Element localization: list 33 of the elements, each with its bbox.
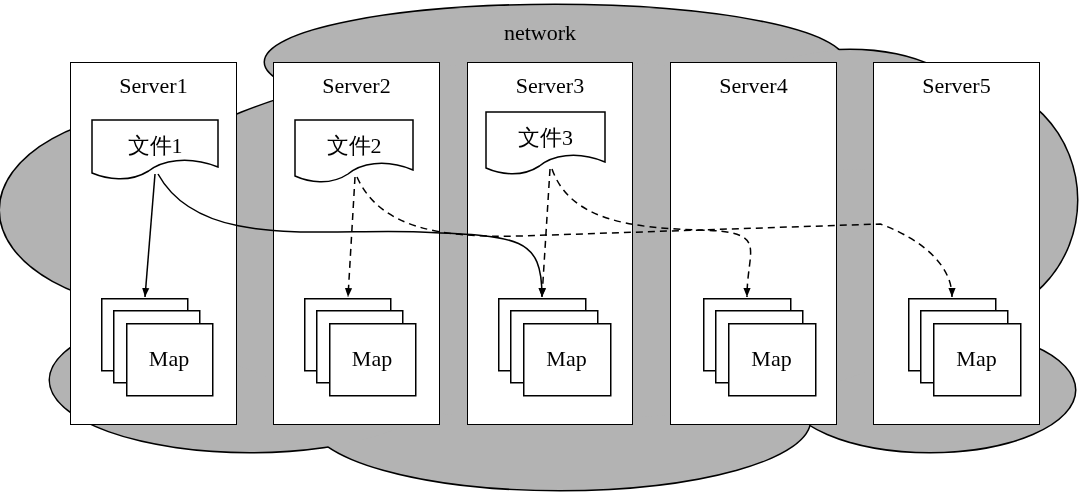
arrow [157, 173, 546, 298]
document-shape [485, 111, 606, 176]
server-label: Server5 [921, 75, 992, 97]
server-label: Server3 [514, 75, 586, 97]
server-label: Server4 [718, 75, 789, 97]
server-box [467, 62, 633, 425]
file-label: 文件2 [325, 135, 383, 157]
network-label: network [502, 22, 578, 44]
map-label: Map [750, 348, 793, 370]
server-label: Server2 [321, 75, 392, 97]
server-box [273, 62, 440, 425]
map-task-stack [908, 298, 1021, 396]
map-label: Map [350, 348, 394, 370]
arrow [142, 173, 156, 298]
arrow [356, 176, 955, 298]
arrow [551, 168, 752, 298]
server-label: Server1 [118, 75, 189, 97]
map-task-stack [498, 298, 611, 396]
arrow [538, 168, 551, 298]
file-label: 文件1 [126, 135, 184, 157]
map-label: Map [545, 348, 588, 370]
map-task-stack [304, 298, 416, 396]
server-box [70, 62, 237, 425]
map-label: Map [147, 348, 191, 370]
document-shape [91, 119, 219, 181]
document-shape [294, 119, 414, 184]
file-label: 文件3 [517, 127, 574, 149]
server-box [873, 62, 1040, 425]
map-label: Map [955, 348, 998, 370]
arrow [344, 176, 356, 298]
map-task-stack [101, 298, 213, 396]
server-box [670, 62, 837, 425]
map-task-stack [703, 298, 816, 396]
